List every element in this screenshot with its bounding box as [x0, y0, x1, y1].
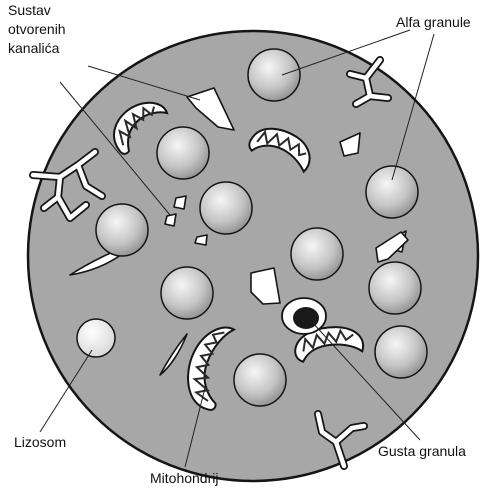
alpha-granule [369, 262, 421, 314]
alpha-granule [375, 326, 427, 378]
lysosome [77, 319, 115, 357]
label-open-canal-system-line-1: Sustav [8, 2, 51, 19]
alpha-granule [157, 127, 209, 179]
alpha-granule [200, 182, 252, 234]
cell-body [28, 31, 478, 481]
label-open-canal-system-line-3: kanalića [8, 40, 59, 57]
label-mitochondrion: Mitohondrij [150, 470, 218, 487]
dense-granule [282, 298, 326, 334]
canal-small-4 [165, 214, 176, 226]
alpha-granule [366, 166, 418, 218]
canal-small-5 [195, 235, 207, 245]
alpha-granule [234, 354, 286, 406]
label-open-canal-system-line-2: otvorenih [8, 21, 66, 38]
label-dense-granule: Gusta granula [378, 443, 466, 460]
label-lysosome: Lizosom [14, 434, 66, 451]
alpha-granule [96, 204, 148, 256]
alpha-granule [248, 49, 300, 101]
label-alpha-granules: Alfa granule [396, 14, 471, 31]
alpha-granule [161, 267, 213, 319]
alpha-granule [291, 228, 343, 280]
canal-small-3 [174, 196, 186, 209]
